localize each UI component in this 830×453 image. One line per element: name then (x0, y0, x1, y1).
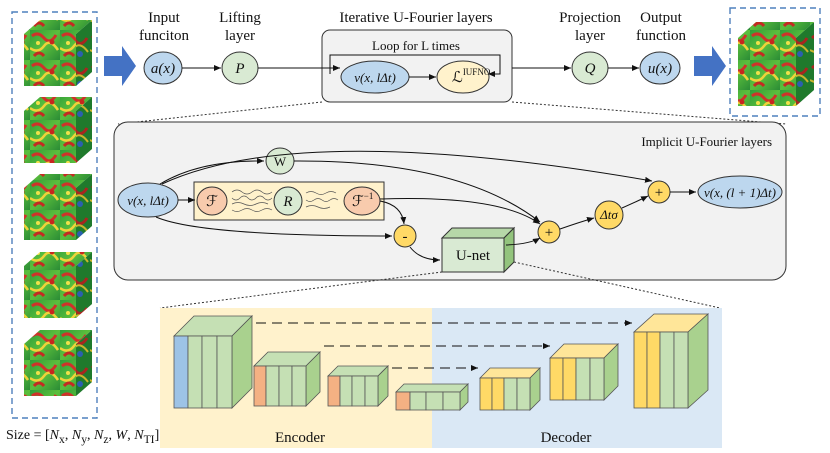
output-cube (738, 22, 814, 106)
fourier-waves-2 (305, 191, 339, 209)
arrow-input-minus (155, 216, 393, 239)
decoder-label: Decoder (541, 430, 592, 446)
loop-arrow (329, 54, 501, 77)
timestep-node (594, 200, 624, 230)
encoder-layer-2 (253, 351, 321, 407)
zoom-line-right (511, 101, 787, 125)
unet-zoom-right (513, 261, 721, 309)
fft-label: ℱ (206, 194, 218, 210)
minus-node (393, 224, 417, 248)
output-big-arrow (694, 46, 726, 86)
lifting-label-line2: layer (225, 28, 255, 44)
spectral-weight-label: R (282, 194, 292, 210)
projection-label-line1: Projection (559, 10, 621, 26)
decoder-layer-2 (549, 343, 619, 401)
ifft-label: ℱ−1 (352, 191, 373, 210)
encoder-label: Encoder (275, 430, 325, 446)
implicit-title: Implicit U-Fourier layers (641, 134, 772, 149)
unet-block (440, 226, 516, 274)
arrow-minus-unet (409, 246, 441, 263)
arrow-unet-sum (505, 237, 541, 246)
iterative-label: Iterative U-Fourier layers (339, 10, 492, 26)
arrow-ifft-minus (379, 200, 407, 225)
decoder-layer-1 (479, 367, 541, 411)
timestep-label: Δtσ (599, 207, 618, 222)
encoder-layer-4 (395, 383, 469, 411)
input-cube-1 (24, 20, 92, 86)
unet-label: U-net (456, 248, 491, 264)
implicit-output-label: v(x, (l + 1)Δt) (704, 185, 776, 200)
arrow-input-w (159, 157, 265, 185)
output-sample-frame (729, 7, 821, 117)
fft-node (196, 186, 228, 216)
fourier-waves-1 (231, 189, 273, 212)
encoder-layer-1 (173, 315, 253, 409)
encoder-layer-3 (327, 365, 389, 407)
spectral-weight-node (273, 186, 303, 216)
zoom-line-left (117, 101, 323, 125)
input-label-line1: Input (148, 10, 180, 26)
arrow-sum-timestep (559, 217, 595, 230)
output-label-line2: function (636, 28, 686, 44)
lifting-node-label: P (234, 61, 244, 77)
input-cube-4 (24, 252, 92, 318)
unet-zoom-left (159, 271, 443, 309)
input-node-label: a(x) (151, 61, 175, 77)
arrow-timestep-sum (621, 195, 649, 209)
lifting-label-line1: Lifting (219, 10, 261, 26)
projection-label-line2: layer (575, 28, 605, 44)
input-big-arrow (104, 46, 136, 86)
linear-weight-label: W (274, 154, 287, 169)
iufno-operator-label: ℒIUFNO (452, 67, 491, 86)
arrow-w-sum (293, 160, 541, 223)
size-annotation: Size = [Nx, Ny, Nz, W, NTI] (6, 428, 160, 446)
iufno-operator-node (436, 60, 490, 94)
implicit-input-label: v(x, lΔt) (127, 193, 169, 208)
sum-node-1-label: + (545, 225, 553, 241)
projection-node-label: Q (585, 61, 596, 77)
loop-state-label: v(x, lΔt) (354, 70, 396, 85)
output-node-label: u(x) (648, 61, 672, 77)
arrow-input-output-skip (161, 150, 653, 185)
decoder-layer-3 (632, 313, 710, 409)
input-cube-2 (24, 97, 92, 163)
input-samples-frame (11, 11, 98, 419)
input-cube-5 (24, 330, 92, 396)
loop-label: Loop for L times (372, 38, 460, 53)
input-cube-3 (24, 174, 92, 240)
input-label-line2: funciton (139, 28, 189, 44)
sum-node-1 (537, 220, 561, 244)
implicit-output-node (697, 175, 783, 209)
output-label-line1: Output (640, 10, 683, 26)
minus-label: - (403, 229, 408, 245)
sum-node-2-label: + (655, 185, 663, 201)
output-node (639, 51, 681, 85)
arrow-ifft-sum (379, 198, 541, 225)
